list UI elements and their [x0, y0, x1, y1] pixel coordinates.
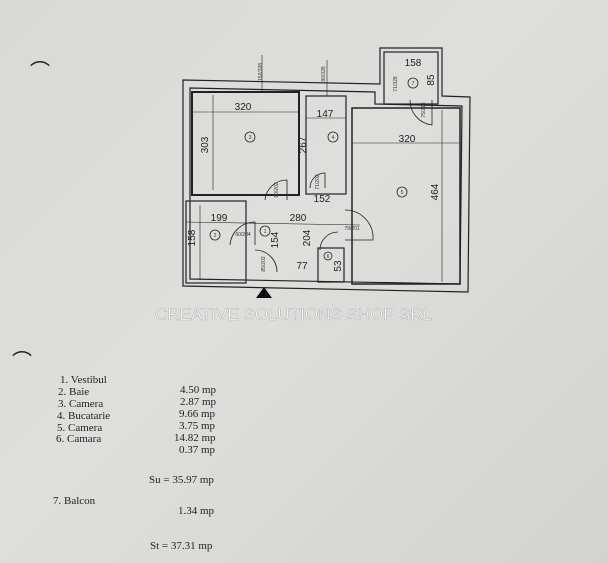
dim-room5-width: 320 [399, 134, 416, 145]
inner-wall-outline [189, 87, 463, 285]
dim-bath-width: 199 [211, 213, 228, 224]
dim-room3-height: 303 [200, 136, 211, 153]
room-number-7: 7 [412, 81, 415, 87]
grand-total: St = 37.31 mp [150, 540, 213, 552]
balcony-name: 7. Balcon [53, 495, 96, 507]
dim-room4-height: 267 [298, 136, 309, 153]
outer-wall [182, 47, 471, 293]
entrance-arrow-icon [256, 287, 272, 298]
room-area: 4.50 mp [180, 384, 217, 396]
door-label-6: 75/216 [421, 102, 427, 118]
room-name: 2. Baie [58, 386, 90, 398]
dim-balcony-height: 85 [426, 74, 437, 86]
room-area: 9.66 mp [179, 408, 216, 420]
watermark: CREATIVE SOLUTIONS SHOP SRL [155, 305, 432, 324]
balcony [383, 51, 439, 105]
pen-mark-icon: ⌒ [30, 61, 50, 83]
door-label-4: 85/202 [261, 256, 267, 272]
room-name: 3. Camera [58, 398, 104, 410]
room-number-2: 2 [214, 233, 217, 239]
dim-vestibule-height: 204 [302, 229, 313, 246]
room-3 [191, 91, 300, 196]
dim-pantry-width: 77 [296, 261, 308, 272]
room-4 [305, 95, 347, 195]
room-number-1: 1 [264, 229, 267, 235]
dim-room3-width: 320 [235, 102, 252, 113]
window-label-3: 71/328 [393, 76, 399, 92]
dim-balcony-width: 158 [405, 58, 422, 69]
room-name: 4. Bucatarie [57, 410, 111, 422]
room-number-5: 5 [401, 190, 404, 196]
dim-room5-height: 464 [430, 183, 441, 200]
door-label-1: 80/202 [274, 182, 280, 198]
room-area: 2.87 mp [180, 396, 217, 408]
dim-vestibule-height-left: 154 [270, 231, 281, 248]
room-5 [351, 107, 461, 285]
room-area: 14.82 mp [174, 432, 216, 444]
pen-mark-icon: ⌒ [12, 351, 32, 373]
dim-hall-width: 152 [314, 194, 331, 205]
window-label-1: 152/328 [258, 63, 264, 81]
dim-bath-height: 158 [187, 229, 198, 246]
useful-total: Su = 35.97 mp [149, 474, 214, 486]
room-area: 0.37 mp [179, 444, 216, 456]
room-name: 1. Vestibul [60, 374, 107, 386]
room-2 [185, 200, 247, 284]
window-label-2: 80/328 [321, 66, 327, 82]
room-area: 3.75 mp [179, 420, 216, 432]
dim-room4-width: 147 [317, 109, 334, 120]
balcony-area: 1.34 mp [178, 505, 215, 517]
dim-pantry-height: 53 [333, 260, 344, 272]
door-label-2: 71/202 [315, 174, 321, 190]
room-name: 6. Camara [56, 433, 102, 445]
door-label-5: 79/201 [344, 226, 360, 232]
room-number-6: 6 [327, 254, 330, 260]
room-name: 5. Camera [57, 422, 103, 434]
room-number-4: 4 [332, 135, 335, 141]
room-6 [317, 247, 345, 283]
dim-vestibule-width: 280 [290, 213, 307, 224]
door-label-3: 60/204 [235, 232, 251, 238]
room-number-3: 3 [249, 135, 252, 141]
